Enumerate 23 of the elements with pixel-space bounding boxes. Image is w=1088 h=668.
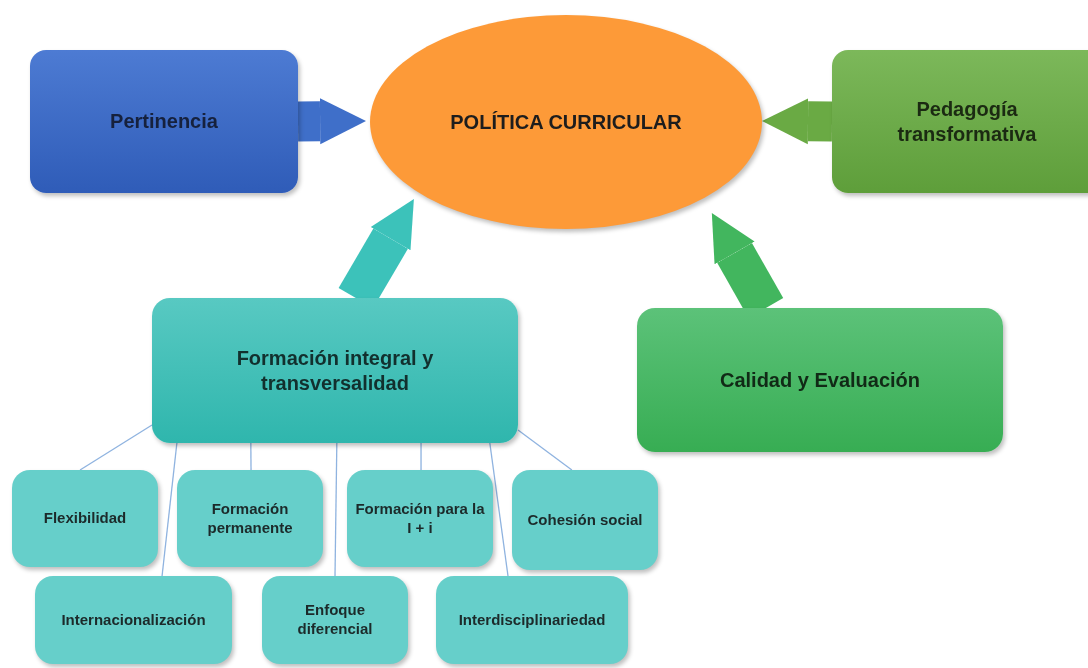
node-label: Pertinencia [110, 109, 218, 134]
node-label: Enfoque diferencial [296, 601, 374, 639]
concept-box [177, 470, 323, 567]
node-label: Interdisciplinariedad [458, 610, 606, 630]
concept-box [12, 470, 158, 567]
node-label: Calidad y Evaluación [719, 367, 921, 393]
concept-box [30, 50, 298, 193]
concept-box [512, 470, 658, 570]
node-label: Pedagogía transformativa [896, 96, 1038, 147]
concept-box [832, 50, 1088, 193]
node-label: Formación integral y transversalidad [235, 345, 435, 396]
concept-box [436, 576, 628, 664]
concept-box [152, 298, 518, 443]
node-label: Formación permanente [206, 499, 294, 538]
concept-box [347, 470, 493, 567]
node-label: Cohesión social [527, 510, 643, 530]
node-label: Internacionalización [61, 610, 206, 630]
concept-box [262, 576, 408, 664]
node-label: Flexibilidad [43, 509, 127, 528]
node-label: Formación para la I + i [355, 499, 485, 538]
node-label: POLÍTICA CURRICULAR [450, 109, 682, 135]
concept-box [35, 576, 232, 664]
concept-box [637, 308, 1003, 452]
